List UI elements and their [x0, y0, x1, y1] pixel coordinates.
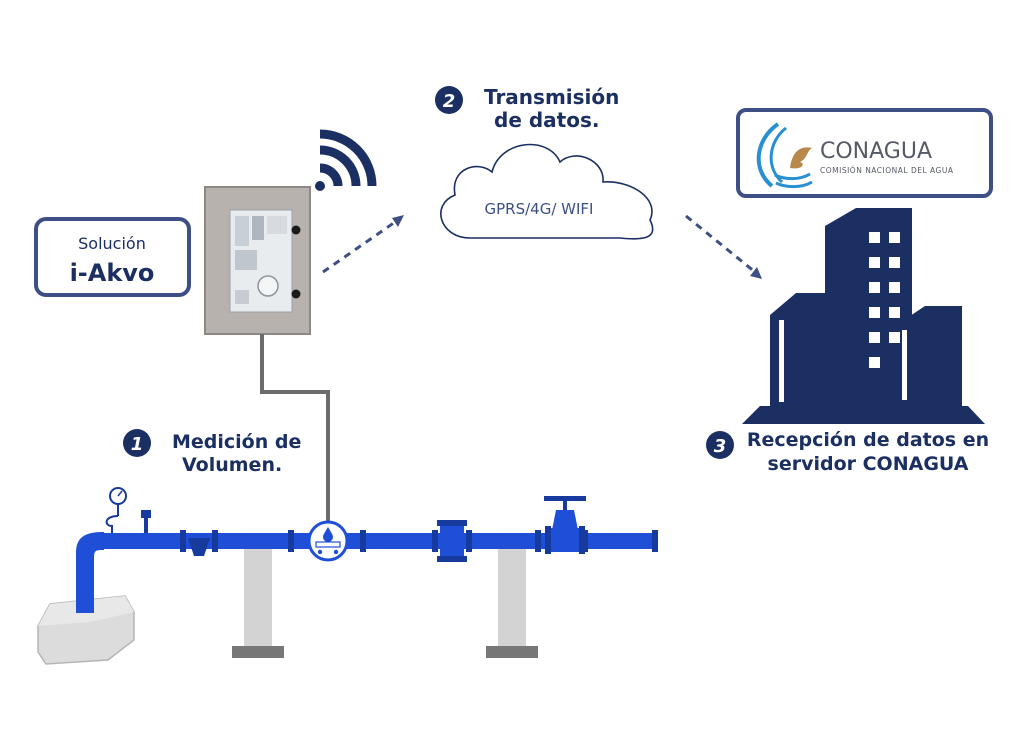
gate-valve-icon	[544, 496, 586, 554]
cloud-label: GPRS/4G/ WIFI	[485, 200, 594, 218]
cloud-icon: GPRS/4G/ WIFI	[440, 143, 654, 240]
step-1-title-line1: Medición de	[172, 431, 301, 453]
step-1-title-line2: Volumen.	[182, 454, 282, 476]
building-icon	[742, 208, 985, 424]
air-valve-icon	[141, 510, 151, 533]
svg-text:2: 2	[443, 91, 456, 112]
control-panel	[204, 186, 311, 335]
svg-text:3: 3	[714, 436, 727, 457]
check-valve-icon	[188, 538, 210, 556]
step-2-badge: 2	[435, 86, 463, 114]
step-1-label: 1 Medición de Volumen.	[123, 429, 301, 476]
arrow-panel-to-cloud	[322, 215, 404, 274]
flow-meter-icon	[437, 520, 467, 562]
step-2-label: 2 Transmisión de datos.	[435, 85, 619, 132]
solution-label: Solución	[78, 234, 146, 253]
step-2-title-line1: Transmisión	[484, 85, 619, 109]
pipe-supports	[232, 548, 538, 658]
svg-text:1: 1	[131, 434, 144, 455]
conagua-subtitle: COMISIÓN NACIONAL DEL AGUA	[820, 166, 954, 175]
arrow-cloud-to-server	[685, 214, 762, 279]
step-3-title-line1: Recepción de datos en	[747, 429, 989, 451]
step-2-title-line2: de datos.	[494, 108, 599, 132]
conagua-logo: CONAGUA COMISIÓN NACIONAL DEL AGUA	[736, 108, 993, 198]
wifi-icon	[315, 129, 377, 191]
water-meter-icon	[307, 520, 349, 562]
pressure-gauge-icon	[105, 487, 127, 533]
step-1-badge: 1	[123, 429, 151, 457]
solution-box: Solución i-Akvo	[34, 217, 191, 297]
step-3-label: 3 Recepción de datos en servidor CONAGUA	[706, 429, 989, 475]
building-windows	[779, 232, 907, 402]
conagua-name: CONAGUA	[820, 139, 932, 164]
pipe-elbow	[76, 532, 104, 613]
main-pipe	[100, 530, 658, 552]
eagle-logo-icon	[756, 122, 813, 189]
step-3-badge: 3	[706, 431, 734, 459]
step-3-title-line2: servidor CONAGUA	[768, 453, 969, 475]
solution-product-name: i-Akvo	[70, 259, 155, 287]
signal-cable	[260, 334, 330, 525]
